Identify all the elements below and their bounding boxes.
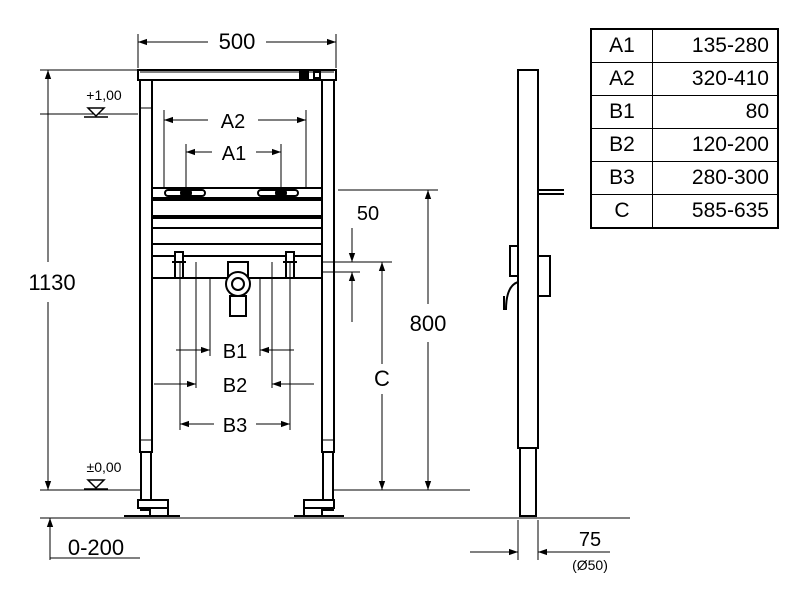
table-row: B1 80 — [590, 95, 779, 129]
table-cell-code: C — [590, 194, 653, 229]
level-bottom-label: ±0,00 — [87, 459, 122, 475]
dim-b1-label: B1 — [223, 341, 247, 363]
table-row: A1 135-280 — [590, 28, 779, 63]
level-markers — [84, 107, 108, 490]
table-cell-code: B1 — [590, 95, 653, 129]
dimension-lines — [44, 34, 610, 560]
dim-b2-label: B2 — [223, 375, 247, 397]
dim-b3-label: B3 — [223, 415, 247, 437]
level-marker-top — [86, 107, 106, 118]
dim-c-label: C — [374, 366, 390, 391]
side-view — [503, 69, 564, 517]
table-cell-code: A1 — [590, 28, 653, 63]
table-cell-value: 280-300 — [652, 161, 779, 195]
table-row: A2 320-410 — [590, 62, 779, 96]
dim-a1-label: A1 — [222, 143, 246, 165]
front-view-frame — [124, 69, 344, 517]
table-cell-code: B3 — [590, 161, 653, 195]
dim-depth-sub: (Ø50) — [572, 557, 608, 573]
dim-depth-75: 75 — [579, 529, 601, 551]
dim-height-1130: 1130 — [28, 270, 75, 295]
table-cell-value: 120-200 — [652, 128, 779, 162]
table-cell-value: 135-280 — [652, 28, 779, 63]
table-cell-code: A2 — [590, 62, 653, 96]
table-cell-value: 585-635 — [652, 194, 779, 229]
level-top-label: +1,00 — [86, 87, 122, 103]
table-row: C 585-635 — [590, 194, 779, 229]
table-cell-value: 80 — [652, 95, 779, 129]
table-cell-code: B2 — [590, 128, 653, 162]
dim-floor-adjust: 0-200 — [68, 535, 124, 560]
dim-a2-label: A2 — [221, 111, 245, 133]
dim-800-label: 800 — [410, 311, 447, 336]
table-row: B3 280-300 — [590, 161, 779, 195]
dim-width-500: 500 — [219, 29, 256, 54]
table-cell-value: 320-410 — [652, 62, 779, 96]
dim-50-label: 50 — [357, 203, 379, 225]
floor-lines — [40, 69, 630, 519]
table-row: B2 120-200 — [590, 128, 779, 162]
dimension-table: A1 135-280 A2 320-410 B1 80 B2 120-200 B… — [590, 28, 779, 229]
level-marker-bottom — [86, 479, 106, 490]
